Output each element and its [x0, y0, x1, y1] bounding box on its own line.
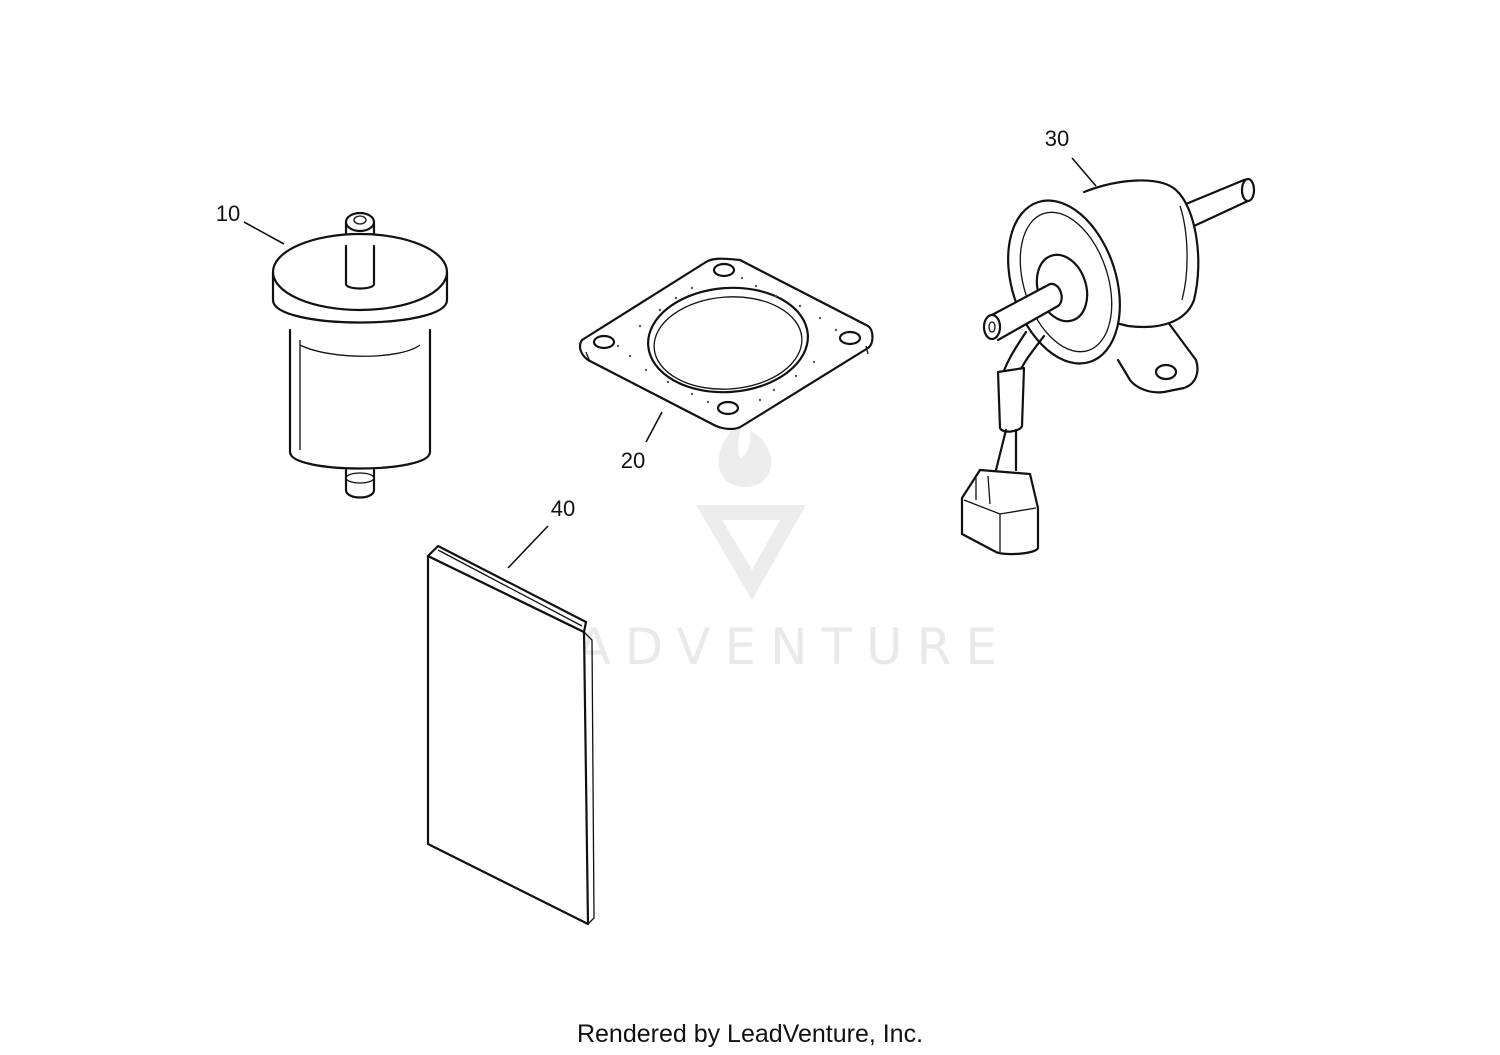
manual-booklet-icon	[426, 544, 595, 926]
callout-20: 20	[621, 448, 645, 473]
callout-40: 40	[551, 496, 575, 521]
part-40-manual-booklet[interactable]: 40	[426, 496, 595, 926]
part-10-fuel-filter[interactable]: 10	[216, 201, 449, 499]
fuel-filter-icon	[271, 211, 449, 499]
gasket-icon	[578, 257, 874, 431]
leadventure-logo-icon	[696, 420, 806, 600]
part-30-fuel-pump[interactable]: 30	[960, 126, 1256, 556]
fuel-pump-icon	[960, 177, 1256, 556]
part-20-gasket[interactable]: 20	[578, 257, 874, 473]
callout-30: 30	[1045, 126, 1069, 151]
footer-credit: Rendered by LeadVenture, Inc.	[577, 1020, 923, 1048]
callout-10: 10	[216, 201, 240, 226]
